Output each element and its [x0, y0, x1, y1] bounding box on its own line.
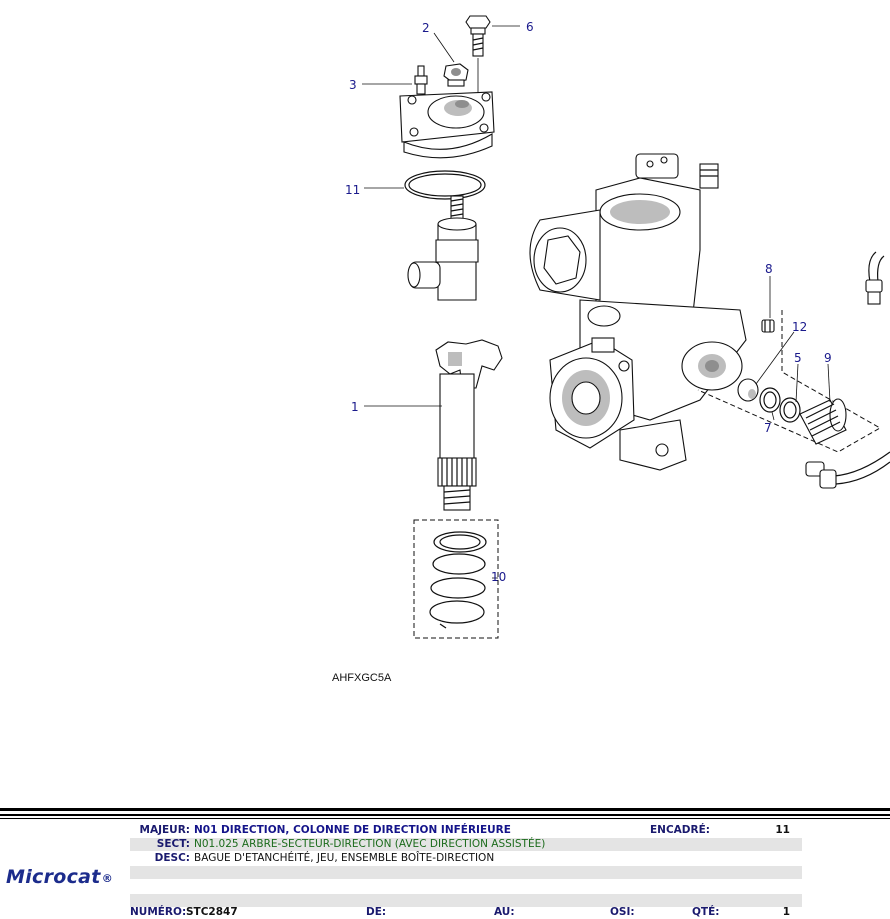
- microcat-logo: Microcat®: [6, 866, 113, 888]
- sect-row: SECT: N01.025 ARBRE-SECTEUR-DIRECTION (A…: [130, 838, 802, 851]
- callout-1: 1: [351, 400, 359, 414]
- diagram-reference-code: AHFXGC5A: [332, 672, 392, 684]
- callout-8: 8: [765, 262, 773, 276]
- part-9-adjuster-plug[interactable]: [799, 398, 847, 445]
- part-10-seal-kit[interactable]: [413, 519, 499, 639]
- top-cover-housing[interactable]: [399, 91, 495, 159]
- desc-value: BAGUE D'ETANCHÉITÉ, JEU, ENSEMBLE BOÎTE-…: [194, 852, 495, 864]
- desc-label: DESC:: [154, 852, 190, 864]
- part-8-grub-screw[interactable]: [761, 319, 775, 333]
- part-5-seal[interactable]: [779, 397, 801, 423]
- exploded-parts-diagram: 1 2 3 5 6 7 8 9 10 11 12 AHFXGC5A: [332, 15, 890, 684]
- numero-label: NUMÉRO:: [130, 906, 187, 918]
- part-2-nut[interactable]: [443, 63, 469, 87]
- part-1-sector-shaft[interactable]: [407, 195, 503, 511]
- sect-value: N01.025 ARBRE-SECTEUR-DIRECTION (AVEC DI…: [194, 838, 546, 850]
- au-label: AU:: [494, 906, 515, 918]
- major-row: MAJEUR: N01 DIRECTION, COLONNE DE DIRECT…: [130, 824, 802, 837]
- part-3-bleed-screw[interactable]: [414, 65, 428, 95]
- de-label: DE:: [366, 906, 387, 918]
- part-12-ball[interactable]: [737, 378, 759, 402]
- blank-row-1: [130, 866, 802, 879]
- part-11-o-ring[interactable]: [404, 170, 486, 200]
- osi-label: OSI:: [610, 906, 635, 918]
- callout-12: 12: [792, 320, 807, 334]
- leader-lines: [362, 25, 831, 579]
- encadre-value: 11: [775, 824, 790, 836]
- fluid-pipe: [805, 251, 890, 489]
- part-6-bolt[interactable]: [465, 15, 491, 100]
- callout-11: 11: [345, 183, 360, 197]
- callout-2: 2: [422, 21, 430, 35]
- major-label: MAJEUR:: [139, 824, 190, 836]
- qte-label: QTÉ:: [692, 906, 720, 918]
- callout-5: 5: [794, 351, 802, 365]
- footer-rule-thin: [0, 818, 890, 819]
- part-7-washer[interactable]: [759, 387, 781, 413]
- callout-6: 6: [526, 20, 534, 34]
- registered-mark: ®: [101, 872, 113, 885]
- callout-3: 3: [349, 78, 357, 92]
- part-info-panel: MAJEUR: N01 DIRECTION, COLONNE DE DIRECT…: [130, 822, 802, 918]
- callout-7: 7: [764, 421, 772, 435]
- steering-box-housing[interactable]: [529, 153, 747, 471]
- callout-9: 9: [824, 351, 832, 365]
- callout-10: 10: [491, 570, 506, 584]
- desc-row: DESC: BAGUE D'ETANCHÉITÉ, JEU, ENSEMBLE …: [130, 852, 802, 865]
- major-value: N01 DIRECTION, COLONNE DE DIRECTION INFÉ…: [194, 824, 511, 836]
- dashed-bracket-adjuster: [697, 310, 882, 453]
- blank-row-3: [130, 894, 802, 907]
- numero-value: STC2847: [186, 906, 238, 918]
- blank-row-2: [130, 880, 802, 893]
- sect-label: SECT:: [156, 838, 190, 850]
- callout-labels: 1 2 3 5 6 7 8 9 10 11 12: [345, 20, 832, 584]
- footer-rule-thick: [0, 808, 890, 811]
- qte-value: 1: [782, 906, 790, 918]
- footer-rule-mid: [0, 814, 890, 816]
- encadre-label: ENCADRÉ:: [650, 824, 710, 836]
- numero-row: NUMÉRO: STC2847 DE: AU: OSI: QTÉ: 1: [130, 906, 802, 919]
